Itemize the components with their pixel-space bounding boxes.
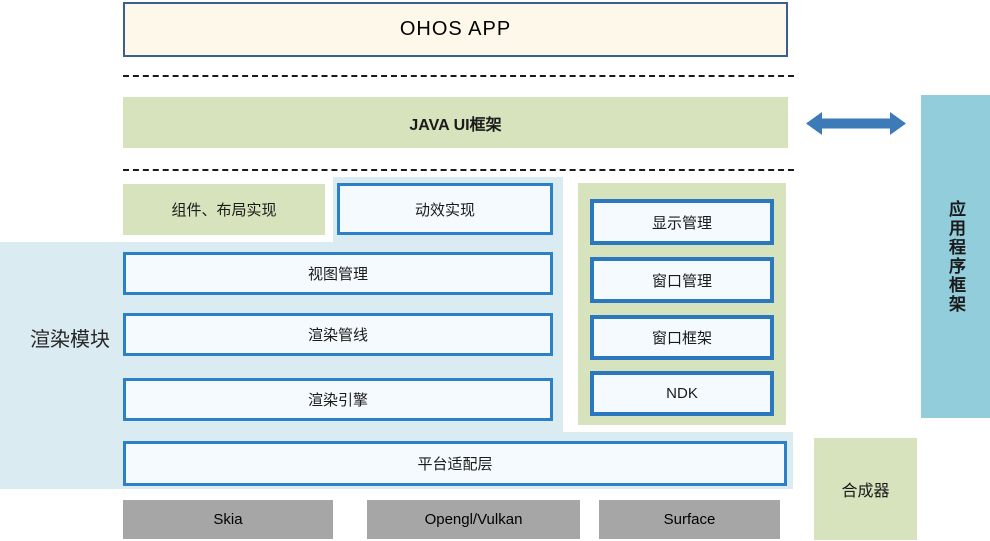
- display-management-label: 显示管理: [651, 214, 712, 232]
- window-framework-box: 窗口框架: [590, 315, 774, 360]
- view-management-box: 视图管理: [123, 252, 553, 295]
- double-arrow-icon: [806, 110, 906, 137]
- ndk-box: NDK: [590, 371, 774, 416]
- render-pipeline-label: 渲染管线: [307, 327, 368, 344]
- ohos-app-label: OHOS APP: [399, 18, 512, 40]
- surface-label: Surface: [663, 511, 716, 528]
- animation-label: 动效实现: [414, 201, 475, 219]
- dashed-separator-top: [123, 75, 794, 77]
- component-layout-box: 组件、布局实现: [123, 184, 325, 235]
- window-management-box: 窗口管理: [590, 257, 774, 303]
- java-ui-framework-label: JAVA UI框架: [409, 116, 502, 134]
- render-module-label: 渲染模块: [30, 329, 110, 351]
- ndk-label: NDK: [666, 385, 698, 402]
- dashed-separator-middle: [123, 169, 794, 171]
- component-layout-label: 组件、布局实现: [171, 202, 277, 219]
- render-pipeline-box: 渲染管线: [123, 313, 553, 356]
- platform-adaptation-box: 平台适配层: [123, 441, 787, 486]
- display-management-box: 显示管理: [590, 199, 774, 245]
- render-engine-box: 渲染引擎: [123, 378, 553, 421]
- render-engine-label: 渲染引擎: [307, 392, 368, 409]
- opengl-vulkan-label: Opengl/Vulkan: [424, 511, 523, 528]
- window-management-label: 窗口管理: [651, 272, 712, 290]
- window-framework-label: 窗口框架: [651, 330, 712, 347]
- java-ui-framework-box: JAVA UI框架: [123, 97, 788, 148]
- compositor-label: 合成器: [841, 483, 890, 500]
- app-framework-panel: 应用程序框架: [921, 95, 990, 418]
- ohos-app-box: OHOS APP: [123, 2, 788, 57]
- animation-box: 动效实现: [337, 183, 553, 235]
- app-framework-label: 应用程序框架: [946, 199, 965, 314]
- skia-box: Skia: [123, 500, 333, 539]
- platform-adaptation-label: 平台适配层: [417, 456, 493, 473]
- opengl-vulkan-box: Opengl/Vulkan: [367, 500, 580, 539]
- surface-box: Surface: [599, 500, 780, 539]
- compositor-box: 合成器: [814, 438, 917, 540]
- skia-label: Skia: [213, 511, 243, 528]
- view-management-label: 视图管理: [307, 266, 368, 283]
